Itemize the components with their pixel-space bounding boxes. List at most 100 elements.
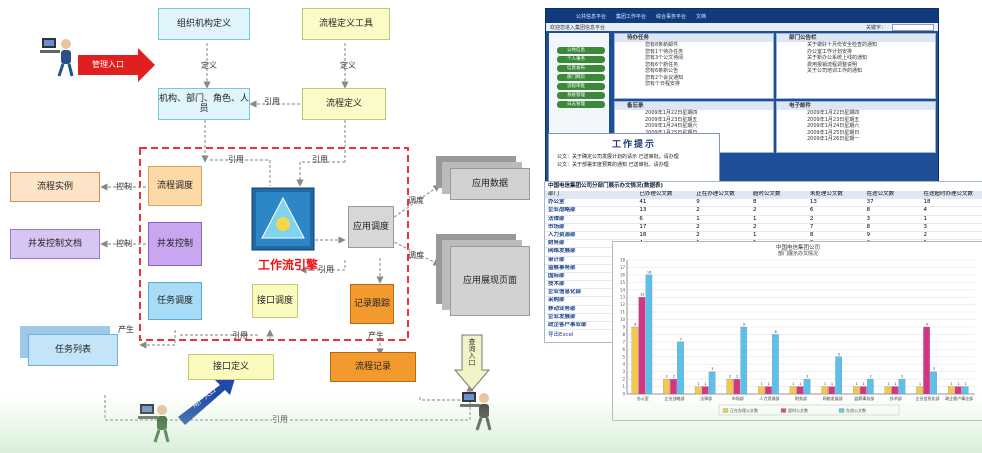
bar-value-label: 2 <box>806 375 808 379</box>
bar-value-label: 9 <box>634 323 636 327</box>
table-cell-dept[interactable]: 企业战略部 <box>548 207 576 214</box>
table-header-row: 部门已办理公文数正在办理公文数超时公文数未处理公文数在途公文数在途超时办理公文数 <box>545 191 982 200</box>
table-cell-dept[interactable]: 监察事务部 <box>548 264 576 271</box>
table-cell-dept[interactable]: 国际部 <box>548 272 565 279</box>
bar <box>733 378 741 395</box>
popup-row[interactable]: 公文：关于确定公司发展计划的请示 已送审批，请办理 <box>557 154 679 160</box>
panel-row[interactable]: 您有个日程安排 <box>645 81 681 87</box>
panel-row[interactable]: 2009年1月23日星期五 <box>645 116 698 123</box>
sidebar-item[interactable]: 信息发布 <box>557 65 605 72</box>
panel-row[interactable]: 您有2个会议通知 <box>645 74 684 81</box>
query-person-icon <box>460 392 492 431</box>
y-tick-label: 9 <box>622 325 625 330</box>
panel-row[interactable]: 2009年1月25日星期日 <box>807 129 860 136</box>
welcome-text: 欢迎您进入集团信息平台 <box>550 24 606 31</box>
popup-row[interactable]: 公文：关于部署年度预算的通知 已送审批，请办理 <box>557 162 669 168</box>
table-cell-dept[interactable]: 采购部 <box>548 297 565 304</box>
export-link[interactable]: 导出Excel <box>548 332 574 339</box>
y-tick-label: 3 <box>622 369 625 374</box>
table-cell-dept[interactable]: 人力资源部 <box>548 231 576 238</box>
bar <box>884 386 892 395</box>
table-cell: 2 <box>696 231 700 238</box>
sidebar-item[interactable]: 部门网页 <box>557 74 605 81</box>
panel-row[interactable]: 2009年1月26日星期一 <box>807 136 860 142</box>
top-link[interactable]: 公共信息平台 <box>576 13 607 20</box>
bar-value-label: 1 <box>761 382 763 386</box>
edge-label: 引用 <box>228 155 244 164</box>
x-tick-label: 市场部 <box>732 395 744 401</box>
panel-row[interactable]: 关于新办公系统上线的通知 <box>807 55 868 61</box>
table-cell-dept[interactable]: 网络发展部 <box>548 248 576 255</box>
table-cell-dept[interactable]: 移动业务部 <box>548 305 576 312</box>
sidebar-item[interactable]: 流程审批 <box>557 83 605 90</box>
bar <box>631 326 639 395</box>
panel-row[interactable]: 您有1个待办任务 <box>645 48 684 55</box>
search-input[interactable] <box>892 23 934 31</box>
workflow-engine-icon <box>251 187 315 251</box>
legend-box <box>718 404 900 416</box>
panel-row[interactable]: 办公室工作计划安排 <box>807 48 853 55</box>
chart-title: 中国电信集团公司 <box>776 243 820 251</box>
table-cell-dept[interactable]: 办公室 <box>548 199 565 206</box>
table-cell-dept[interactable]: 市场部 <box>548 223 565 230</box>
table-cell-dept[interactable]: 法律部 <box>548 215 565 222</box>
table-cell: 18 <box>639 231 647 238</box>
panel-row[interactable]: 2009年1月22日星期四 <box>807 110 860 116</box>
panel-row[interactable]: 您有8条新邮件 <box>645 42 679 48</box>
bar-value-label: 1 <box>831 382 833 386</box>
table-cell-dept[interactable]: 财务部 <box>548 240 565 247</box>
bar <box>923 326 930 395</box>
x-tick-label: 监察事务部 <box>854 395 874 401</box>
top-link[interactable]: 综合事务平台 <box>656 13 687 20</box>
bar <box>765 386 772 395</box>
panel-row[interactable]: 关于做好十月份安全检查的通知 <box>807 42 878 48</box>
sidebar-item[interactable]: 系统管理 <box>557 92 605 99</box>
table-cell-dept[interactable]: 技术部 <box>548 281 565 288</box>
table-cell-dept[interactable]: 政企客户事业部 <box>548 322 587 328</box>
bar <box>726 378 734 395</box>
panel-row[interactable]: 您有6个新任务 <box>645 61 679 68</box>
top-link[interactable]: 文档 <box>696 13 707 20</box>
edge-label: 引用 <box>312 155 328 164</box>
sidebar-item[interactable]: 日志管理 <box>557 101 605 108</box>
bar-value-label: 2 <box>666 375 668 379</box>
edge-label: 引用 <box>318 265 334 274</box>
x-tick-label: 法律部 <box>700 395 712 401</box>
panel-row[interactable]: 2009年1月25日星期日 <box>615 130 773 137</box>
bar <box>891 386 899 395</box>
table-cell: 3 <box>866 215 871 222</box>
sidebar-item[interactable]: 公共信息 <box>557 47 605 54</box>
bar-value-label: 3 <box>711 367 713 371</box>
engine-label: 工作流引擎 <box>258 258 319 272</box>
panel-row[interactable]: 2009年1月23日星期五 <box>807 116 860 123</box>
panel-row[interactable]: 您有3个公文待阅 <box>645 55 684 61</box>
top-link[interactable]: 集团工作平台 <box>616 13 647 20</box>
table-cell-dept[interactable]: 审计部 <box>548 256 565 263</box>
sidebar-item[interactable]: 个人事务 <box>557 56 605 63</box>
footer-strip <box>0 395 982 453</box>
edge-label: 产生 <box>118 325 134 334</box>
panel-row[interactable]: 2009年1月24日星期六 <box>645 123 698 129</box>
bar-value-label: 3 <box>933 367 935 371</box>
bar-value-label: 1 <box>919 382 921 386</box>
panel-row[interactable]: 2009年1月22日星期四 <box>645 110 698 116</box>
table-cell-dept[interactable]: 企业发展部 <box>548 313 576 320</box>
bar-value-label: 1 <box>957 382 959 386</box>
table-cell-dept[interactable]: 企业信息化部 <box>548 289 582 296</box>
y-tick-label: 14 <box>620 287 626 292</box>
bar <box>638 297 646 395</box>
flow-instance-box: 流程实例 <box>10 172 100 202</box>
panel-row[interactable]: 您有6条新公告 <box>645 68 679 74</box>
org-def-box: 组织机构定义 <box>158 8 250 40</box>
panel-row[interactable]: 2009年1月24日星期六 <box>807 123 860 129</box>
panel-row[interactable]: 费用报销流程调整说明 <box>807 61 858 68</box>
panel-row[interactable]: 关于公司培训工作的通知 <box>807 68 863 74</box>
engine-boundary <box>139 147 409 341</box>
table-cell: 9 <box>866 231 871 238</box>
bar-value-label: 1 <box>697 382 699 386</box>
todo-panel: 待办任务 您有8条新邮件 您有1个待办任务 您有3个公文待阅 您有6个新任务 您… <box>614 33 774 99</box>
legend-swatch <box>722 408 729 413</box>
table-cell: 已办理公文数 <box>639 191 673 197</box>
